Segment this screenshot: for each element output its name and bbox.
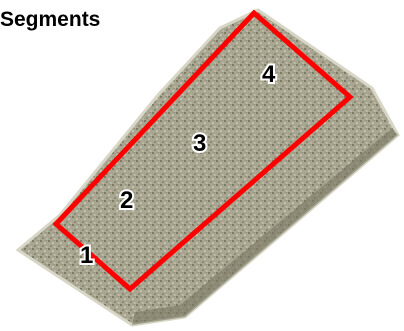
concrete-strip (18, 10, 398, 325)
segment-label-3: 3 (193, 130, 206, 157)
segment-label-1: 1 (80, 242, 93, 269)
segment-label-2: 2 (120, 187, 133, 214)
segment-label-4: 4 (262, 61, 276, 88)
